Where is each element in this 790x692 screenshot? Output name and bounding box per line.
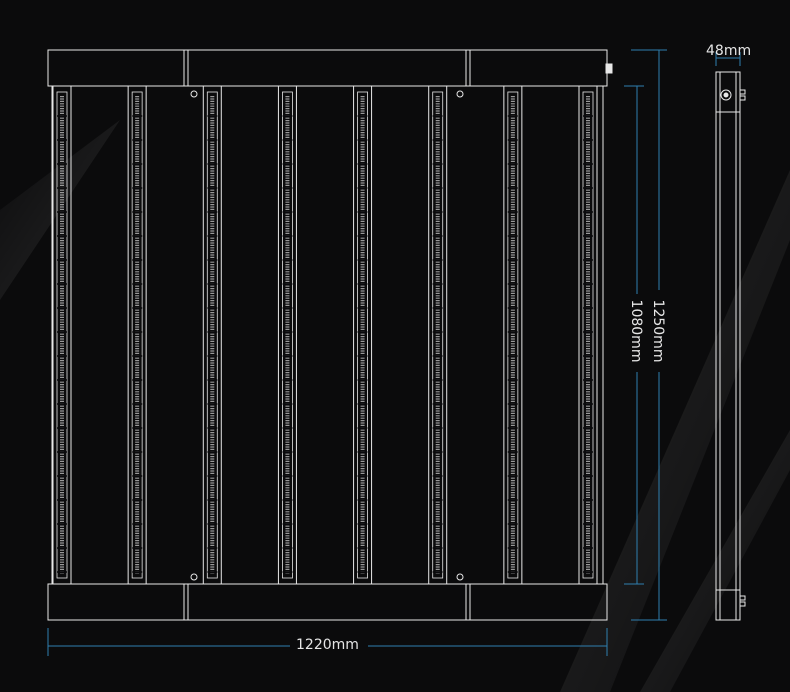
side-profile — [715, 71, 746, 621]
light-length-label: 1080mm — [628, 299, 644, 363]
light-bar — [127, 85, 147, 585]
light-bar — [202, 85, 222, 585]
clip-icon — [190, 90, 198, 98]
light-bar — [578, 85, 598, 585]
clip-icon — [456, 90, 464, 98]
connector-knob — [605, 63, 613, 74]
clip-icon — [456, 573, 464, 581]
depth-label: 48mm — [706, 43, 752, 59]
light-bar — [353, 85, 373, 585]
top-rail — [47, 49, 608, 87]
height-label: 1250mm — [650, 299, 666, 363]
clip-icon — [190, 573, 198, 581]
driver-knob-icon — [720, 89, 732, 101]
light-bar — [277, 85, 297, 585]
light-bar — [503, 85, 523, 585]
light-bar — [52, 85, 72, 585]
light-bar — [428, 85, 448, 585]
width-label: 1220mm — [296, 637, 359, 653]
bottom-rail — [47, 583, 608, 621]
